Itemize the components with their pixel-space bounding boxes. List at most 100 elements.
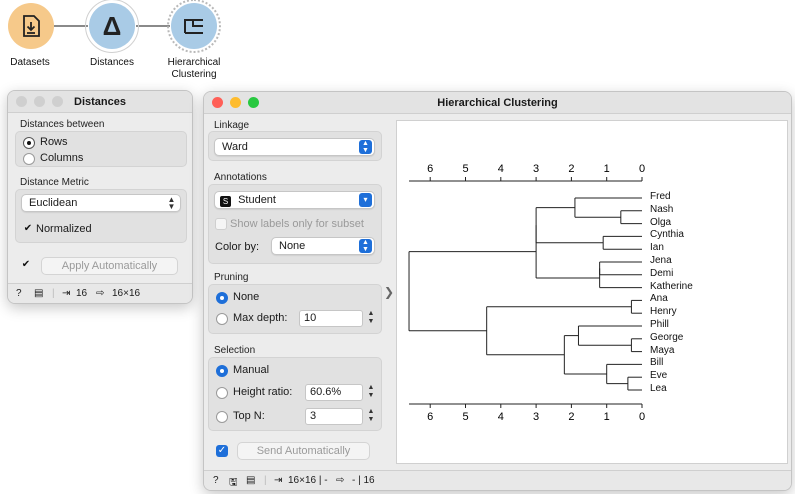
labels-subset-checkbox[interactable] [215, 218, 227, 230]
send-button[interactable]: Send Automatically [237, 442, 370, 460]
leaf-label[interactable]: Demi [650, 267, 674, 279]
rows-radio[interactable] [23, 137, 35, 149]
columns-radio[interactable] [23, 153, 35, 165]
max-depth-stepper[interactable]: ▲▼ [367, 310, 375, 325]
labels-subset-label: Show labels only for subset [230, 218, 364, 230]
distances-titlebar: Distances [8, 91, 192, 113]
axis-tick-label: 4 [498, 411, 504, 423]
help-icon[interactable]: ? [213, 475, 219, 486]
zoom-button[interactable] [248, 97, 259, 108]
leaf-label[interactable]: Maya [650, 344, 675, 356]
apply-auto-checkbox[interactable]: ✔ [21, 259, 31, 270]
leaf-label[interactable]: Lea [650, 383, 667, 394]
close-button[interactable] [16, 96, 27, 107]
selection-title: Selection [214, 345, 256, 356]
distances-node[interactable]: Δ [85, 0, 139, 53]
linkage-title: Linkage [214, 120, 250, 131]
height-ratio-stepper[interactable]: ▲▼ [367, 384, 375, 399]
window-title: Hierarchical Clustering [437, 97, 558, 109]
workflow-link [136, 25, 170, 27]
chevron-right-icon[interactable]: ❯ [384, 285, 395, 299]
delta-icon: Δ [102, 10, 122, 41]
leaf-label[interactable]: Olga [650, 216, 672, 228]
columns-label: Columns [40, 152, 84, 164]
input-summary: 16×16 | - [288, 475, 328, 486]
save-icon[interactable]: 🖫 [229, 477, 238, 488]
axis-tick-label: 6 [427, 411, 433, 423]
close-button[interactable] [212, 97, 223, 108]
annotation-select[interactable]: S Student ▾ [214, 191, 375, 209]
hc-titlebar: Hierarchical Clustering [204, 92, 791, 114]
top-n-radio[interactable] [216, 411, 228, 423]
input-icon: ⇥ [274, 475, 283, 486]
leaf-label[interactable]: Nash [650, 203, 674, 215]
report-icon[interactable]: ▤ [246, 475, 256, 486]
normalized-label: Normalized [36, 223, 92, 235]
axis-tick-label: 2 [568, 411, 574, 423]
leaf-label[interactable]: Cynthia [650, 229, 684, 241]
apply-button[interactable]: Apply Automatically [41, 257, 178, 275]
distances-window: Distances Distances between Rows Columns… [7, 90, 193, 304]
hierarchical-clustering-node[interactable] [167, 0, 221, 53]
workflow-link [54, 25, 88, 27]
leaf-label[interactable]: Henry [650, 306, 677, 318]
max-depth-label: Max depth: [233, 312, 288, 324]
distances-between-title: Distances between [20, 119, 105, 130]
distances-between-box: Rows Columns [15, 131, 187, 167]
leaf-label[interactable]: Bill [650, 357, 664, 369]
leaf-label[interactable]: Ana [650, 293, 668, 305]
minimize-button[interactable] [34, 96, 45, 107]
rows-label: Rows [40, 136, 68, 148]
height-ratio-input[interactable]: 60.6% [305, 384, 363, 401]
datasets-label: Datasets [10, 57, 50, 68]
output-summary: - | 16 [352, 475, 375, 486]
chevron-updown-icon: ▲▼ [359, 140, 372, 154]
max-depth-radio[interactable] [216, 313, 228, 325]
hc-statusbar: ? 🖫 ▤ | ⇥ 16×16 | - ⇨ - | 16 [204, 470, 791, 490]
datasets-node[interactable] [8, 3, 54, 49]
output-icon: ⇨ [96, 288, 105, 299]
metric-select[interactable]: Euclidean ▲▼ [21, 194, 181, 212]
chevron-down-icon: ▾ [359, 193, 372, 207]
axis-tick-label: 1 [604, 163, 610, 175]
color-by-select[interactable]: None ▲▼ [271, 237, 375, 255]
leaf-label[interactable]: Ian [650, 242, 664, 254]
output-icon: ⇨ [336, 475, 345, 486]
axis-tick-label: 5 [462, 163, 468, 175]
axis-tick-label: 1 [604, 411, 610, 423]
input-icon: ⇥ [62, 288, 71, 299]
input-count: 16 [76, 288, 88, 299]
axis-tick-label: 3 [533, 163, 539, 175]
distance-metric-title: Distance Metric [20, 177, 89, 188]
prune-none-label: None [233, 291, 260, 303]
linkage-box: Ward ▲▼ [208, 131, 382, 161]
leaf-label[interactable]: George [650, 331, 684, 343]
leaf-label[interactable]: Phill [650, 319, 669, 330]
normalized-checkbox[interactable]: ✔ [23, 223, 33, 234]
minimize-button[interactable] [230, 97, 241, 108]
top-n-label: Top N: [233, 410, 265, 422]
top-n-input[interactable]: 3 [305, 408, 363, 425]
zoom-button[interactable] [52, 96, 63, 107]
help-icon[interactable]: ? [16, 288, 22, 299]
leaf-label[interactable]: Eve [650, 370, 668, 382]
max-depth-input[interactable]: 10 [299, 310, 363, 327]
leaf-label[interactable]: Jena [650, 255, 672, 266]
output-count: 16×16 [112, 288, 141, 299]
linkage-select[interactable]: Ward ▲▼ [214, 138, 375, 156]
sel-manual-radio[interactable] [216, 365, 228, 377]
leaf-label[interactable]: Fred [650, 191, 671, 202]
axis-tick-label: 0 [639, 163, 645, 175]
top-n-stepper[interactable]: ▲▼ [367, 408, 375, 423]
leaf-label[interactable]: Katherine [650, 280, 693, 292]
send-auto-checkbox[interactable]: ✓ [216, 445, 228, 457]
annotations-box: S Student ▾ Show labels only for subset … [208, 184, 382, 264]
chevron-updown-icon: ▲▼ [167, 195, 176, 211]
height-ratio-radio[interactable] [216, 387, 228, 399]
prune-none-radio[interactable] [216, 292, 228, 304]
report-icon[interactable]: ▤ [34, 288, 44, 299]
pruning-title: Pruning [214, 272, 249, 283]
